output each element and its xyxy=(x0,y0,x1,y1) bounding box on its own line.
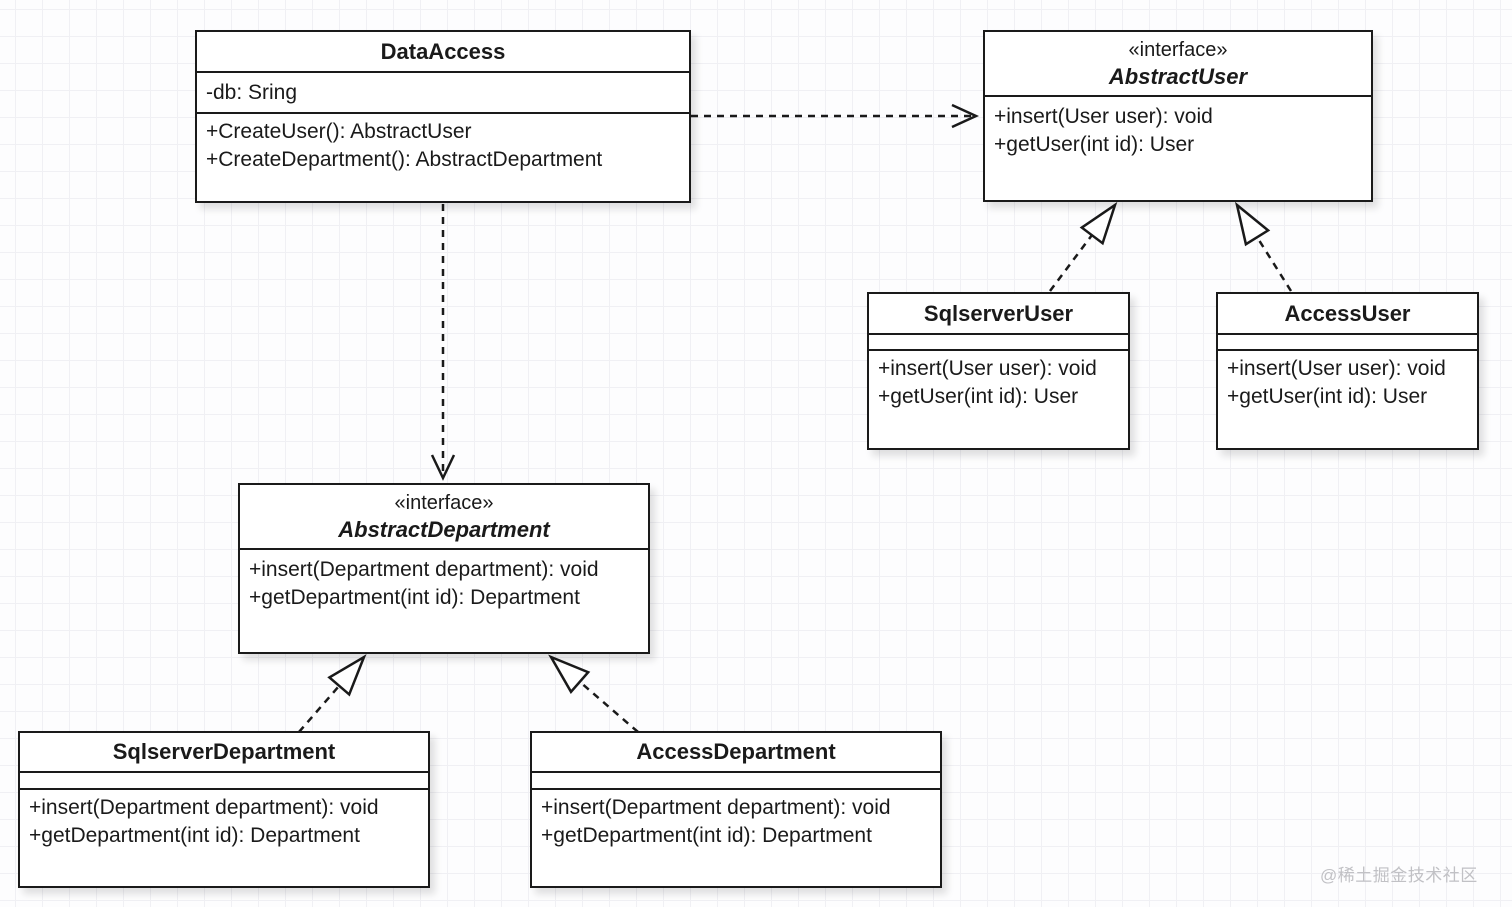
hollow-triangle-icon xyxy=(1234,201,1271,247)
attribute-row: -db: Sring xyxy=(206,80,298,104)
hollow-triangle-icon xyxy=(1079,201,1118,246)
class-title: DataAccess xyxy=(197,32,689,73)
method-row: +insert(User user): void xyxy=(994,105,1213,128)
methods-compartment: +insert(User user): void +getUser(int id… xyxy=(869,351,1128,415)
class-name: AccessUser xyxy=(1284,300,1411,326)
class-name: AbstractDepartment xyxy=(338,516,550,542)
class-title: SqlserverUser xyxy=(869,294,1128,335)
realization-arrow-sqlserveruser-to-abstractuser[interactable] xyxy=(1049,201,1118,292)
class-box-abstractdepartment[interactable]: «interface» AbstractDepartment +insert(D… xyxy=(238,483,650,654)
methods-compartment: +CreateUser(): AbstractUser +CreateDepar… xyxy=(197,114,689,178)
attributes-compartment-empty xyxy=(20,773,428,790)
method-row: +getDepartment(int id): Department xyxy=(541,824,872,847)
method-row: +getUser(int id): User xyxy=(994,133,1195,156)
methods-compartment: +insert(User user): void +getUser(int id… xyxy=(985,97,1371,163)
class-box-accessdepartment[interactable]: AccessDepartment +insert(Department depa… xyxy=(530,731,942,888)
methods-compartment: +insert(Department department): void +ge… xyxy=(532,790,940,854)
stereotype-label: «interface» xyxy=(1128,38,1228,61)
watermark-text: @稀土掘金技术社区 xyxy=(1320,866,1478,885)
class-name: AccessDepartment xyxy=(636,739,836,764)
open-arrowhead-icon xyxy=(951,103,980,129)
stereotype-label: «interface» xyxy=(394,491,494,514)
method-row: +insert(User user): void xyxy=(1227,357,1446,380)
class-name: AbstractUser xyxy=(1108,63,1248,89)
class-name: SqlserverUser xyxy=(923,300,1074,326)
attributes-compartment-empty xyxy=(532,773,940,790)
dependency-arrow-dataaccess-to-abstractuser[interactable] xyxy=(691,103,980,129)
attributes-compartment-empty xyxy=(1218,335,1477,351)
realization-arrow-accessdepartment-to-abstractdepartment[interactable] xyxy=(548,654,639,733)
method-row: +insert(Department department): void xyxy=(249,558,599,581)
open-arrowhead-icon xyxy=(430,454,456,481)
class-title: AccessUser xyxy=(1218,294,1477,335)
methods-compartment: +insert(Department department): void +ge… xyxy=(240,550,648,616)
methods-compartment: +insert(User user): void +getUser(int id… xyxy=(1218,351,1477,415)
attributes-compartment: -db: Sring xyxy=(197,73,689,114)
method-row: +getDepartment(int id): Department xyxy=(249,586,580,609)
attributes-compartment-empty xyxy=(869,335,1128,351)
class-title: «interface» AbstractUser xyxy=(985,32,1371,97)
method-row: +getDepartment(int id): Department xyxy=(29,824,360,847)
method-row: +getUser(int id): User xyxy=(1227,385,1428,408)
class-title: SqlserverDepartment xyxy=(20,733,428,773)
class-box-dataaccess[interactable]: DataAccess -db: Sring +CreateUser(): Abs… xyxy=(195,30,691,203)
method-row: +CreateUser(): AbstractUser xyxy=(206,120,472,143)
realization-arrow-accessuser-to-abstractuser[interactable] xyxy=(1234,201,1293,292)
dependency-arrow-dataaccess-to-abstractdepartment[interactable] xyxy=(430,204,456,481)
class-name: SqlserverDepartment xyxy=(112,739,336,764)
class-title: AccessDepartment xyxy=(532,733,940,773)
hollow-triangle-icon xyxy=(548,654,591,694)
hollow-triangle-icon xyxy=(327,654,367,697)
method-row: +insert(Department department): void xyxy=(541,796,891,819)
realization-arrow-sqlserverdepartment-to-abstractdepartment[interactable] xyxy=(298,654,367,733)
class-name: DataAccess xyxy=(380,38,506,64)
class-box-sqlserverdepartment[interactable]: SqlserverDepartment +insert(Department d… xyxy=(18,731,430,888)
class-title: «interface» AbstractDepartment xyxy=(240,485,648,550)
method-row: +getUser(int id): User xyxy=(878,385,1079,408)
class-box-abstractuser[interactable]: «interface» AbstractUser +insert(User us… xyxy=(983,30,1373,202)
class-box-sqlserveruser[interactable]: SqlserverUser +insert(User user): void +… xyxy=(867,292,1130,450)
method-row: +CreateDepartment(): AbstractDepartment xyxy=(206,148,603,171)
methods-compartment: +insert(Department department): void +ge… xyxy=(20,790,428,854)
method-row: +insert(User user): void xyxy=(878,357,1097,380)
method-row: +insert(Department department): void xyxy=(29,796,379,819)
class-box-accessuser[interactable]: AccessUser +insert(User user): void +get… xyxy=(1216,292,1479,450)
